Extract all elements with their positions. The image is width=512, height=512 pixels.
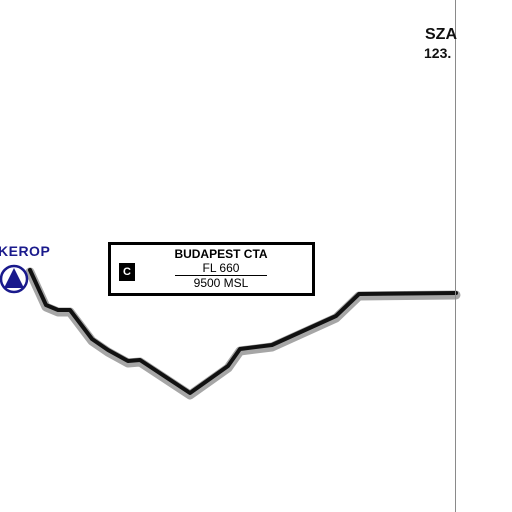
sector-frequency: 123. <box>424 45 452 61</box>
airspace-class-badge: C <box>119 263 135 281</box>
sector-name: SZA <box>425 26 457 43</box>
airspace-upper-limit: FL 660 <box>202 261 240 275</box>
waypoint-label[interactable]: KEROP <box>0 243 51 259</box>
airspace-lower-limit: 9500 MSL <box>193 276 249 290</box>
airspace-name: BUDAPEST CTA <box>174 247 268 261</box>
triangle-in-circle-icon[interactable] <box>0 264 29 294</box>
airspace-boundary-line <box>28 268 458 395</box>
limit-separator <box>175 275 267 276</box>
sector-boundary-line <box>455 0 456 512</box>
airspace-label-box[interactable]: C BUDAPEST CTA FL 660 9500 MSL <box>108 242 315 296</box>
